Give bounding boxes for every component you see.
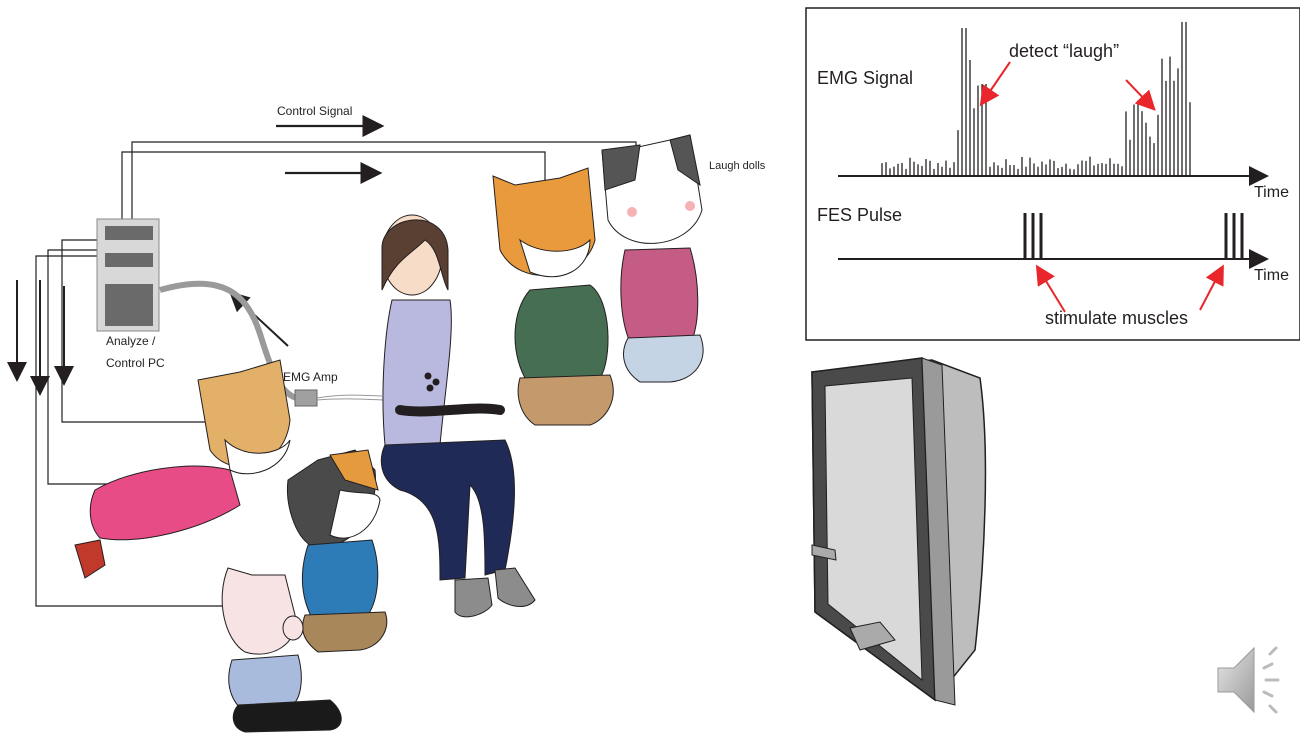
emg-amp-label: EMG Amp [283, 370, 338, 384]
fes-pulse-burst-2 [1224, 213, 1244, 259]
pc-label-line2: Control PC [106, 356, 165, 370]
calico-cat-doll-small [286, 449, 388, 653]
corgi-doll [74, 359, 291, 579]
pc-label-line1: Analyze / [106, 334, 156, 348]
detect-laugh-label: detect “laugh” [1009, 41, 1120, 61]
emg-spikes [881, 22, 1191, 176]
analyze-control-pc [96, 218, 160, 332]
orange-cat-doll [492, 167, 614, 426]
speaker-icon[interactable] [1214, 640, 1294, 720]
emg-signal-label: EMG Signal [817, 68, 914, 88]
emg-amp-box [294, 389, 318, 407]
stimulate-arrow-1 [1035, 264, 1066, 313]
detect-arrow-2 [1125, 79, 1156, 111]
fes-pulse-burst-1 [1023, 213, 1043, 259]
stimulate-muscles-label: stimulate muscles [1045, 308, 1189, 328]
calico-cat-doll-right [601, 134, 704, 383]
laugh-dolls-label: Laugh dolls [709, 160, 766, 172]
time-label-bottom: Time [1254, 267, 1289, 284]
fes-pulse-label: FES Pulse [817, 205, 903, 225]
television [811, 357, 987, 706]
detect-arrow-1 [979, 61, 1011, 107]
pig-doll [221, 567, 342, 733]
time-label-top: Time [1254, 184, 1289, 201]
electrode-wires [316, 394, 386, 401]
subject-woman [380, 214, 536, 618]
control-signal-label: Control Signal [277, 104, 353, 118]
stimulate-arrow-2 [1199, 264, 1224, 311]
